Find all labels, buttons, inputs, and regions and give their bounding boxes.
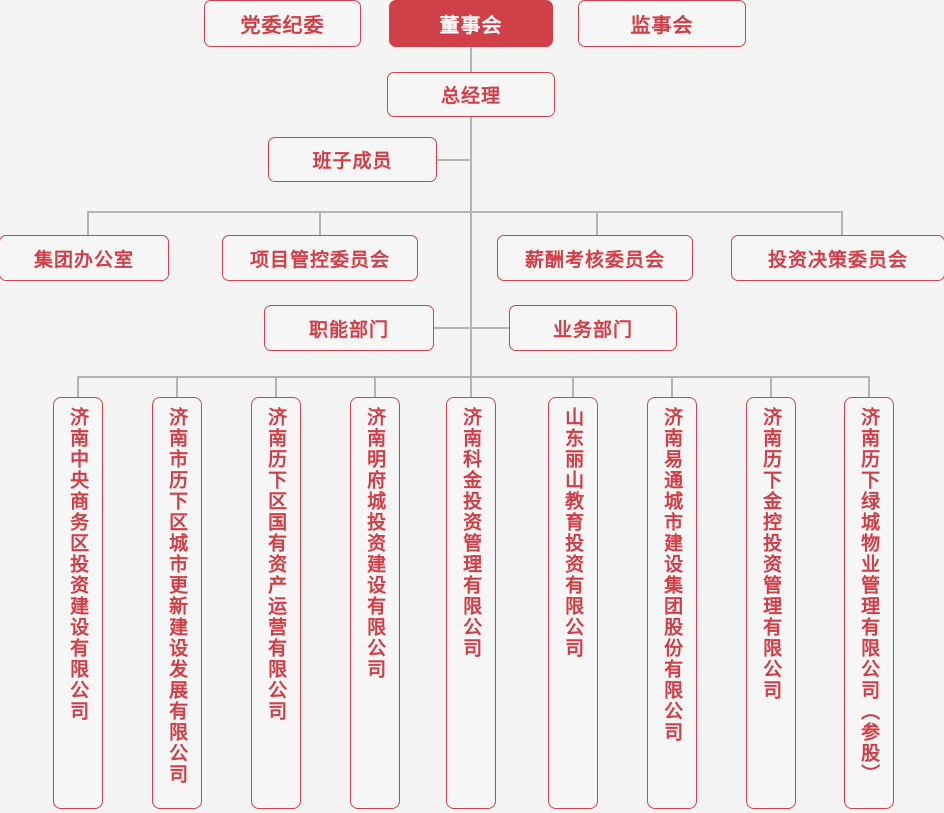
subsidiary-label: 济南历下区国有资产运营有限公司 xyxy=(265,407,288,722)
connector-subsidiary-drop-1 xyxy=(77,376,79,398)
connector-subsidiary-drop-9 xyxy=(868,376,870,398)
connector-business-dept-stub xyxy=(471,327,509,329)
node-subsidiary-6[interactable]: 山东丽山教育投资有限公司 xyxy=(548,397,598,809)
connector-subsidiary-drop-4 xyxy=(374,376,376,398)
connector-subsidiary-drop-2 xyxy=(176,376,178,398)
connector-subsidiary-drop-3 xyxy=(275,376,277,398)
node-board-of-directors[interactable]: 董事会 xyxy=(389,0,553,47)
node-subsidiary-3[interactable]: 济南历下区国有资产运营有限公司 xyxy=(251,397,301,809)
node-subsidiary-7[interactable]: 济南易通城市建设集团股份有限公司 xyxy=(647,397,697,809)
node-business-department[interactable]: 业务部门 xyxy=(509,305,677,351)
connector-subsidiary-drop-8 xyxy=(770,376,772,398)
node-committee-project-control[interactable]: 项目管控委员会 xyxy=(222,235,418,281)
node-subsidiary-4[interactable]: 济南明府城投资建设有限公司 xyxy=(350,397,400,809)
connector-committee-drop-4 xyxy=(841,211,843,235)
connector-subsidiary-drop-6 xyxy=(572,376,574,398)
node-subsidiary-5[interactable]: 济南科金投资管理有限公司 xyxy=(446,397,496,809)
subsidiary-label: 济南历下绿城物业管理有限公司（参股） xyxy=(858,407,881,785)
connector-board-to-gm xyxy=(470,47,472,72)
node-subsidiary-8[interactable]: 济南历下金控投资管理有限公司 xyxy=(746,397,796,809)
node-functional-department[interactable]: 职能部门 xyxy=(264,305,434,351)
subsidiary-label: 济南明府城投资建设有限公司 xyxy=(364,407,387,680)
connector-main-trunk xyxy=(470,117,472,377)
node-subsidiary-1[interactable]: 济南中央商务区投资建设有限公司 xyxy=(53,397,103,809)
connector-committee-drop-3 xyxy=(596,211,598,235)
node-committee-compensation-review[interactable]: 薪酬考核委员会 xyxy=(497,235,693,281)
connector-subsidiary-drop-5 xyxy=(470,376,472,398)
node-committee-investment-decision[interactable]: 投资决策委员会 xyxy=(731,235,944,281)
node-general-manager[interactable]: 总经理 xyxy=(387,72,555,117)
node-team-members[interactable]: 班子成员 xyxy=(268,137,437,182)
node-subsidiary-2[interactable]: 济南市历下区城市更新建设发展有限公司 xyxy=(152,397,202,809)
subsidiary-label: 济南市历下区城市更新建设发展有限公司 xyxy=(166,407,189,785)
subsidiary-label: 济南易通城市建设集团股份有限公司 xyxy=(661,407,684,743)
subsidiary-label: 山东丽山教育投资有限公司 xyxy=(562,407,585,659)
node-supervisory-board[interactable]: 监事会 xyxy=(578,0,746,47)
node-committee-group-office[interactable]: 集团办公室 xyxy=(0,235,169,281)
connector-functional-dept-stub xyxy=(434,327,471,329)
connector-team-members-stub xyxy=(437,159,471,161)
subsidiary-label: 济南中央商务区投资建设有限公司 xyxy=(67,407,90,722)
subsidiary-label: 济南历下金控投资管理有限公司 xyxy=(760,407,783,701)
connector-subsidiary-bus xyxy=(77,376,869,378)
connector-subsidiary-drop-7 xyxy=(671,376,673,398)
connector-committee-drop-1 xyxy=(87,211,89,235)
connector-committee-bus xyxy=(88,211,843,213)
subsidiary-label: 济南科金投资管理有限公司 xyxy=(460,407,483,659)
connector-committee-drop-2 xyxy=(319,211,321,235)
node-subsidiary-9[interactable]: 济南历下绿城物业管理有限公司（参股） xyxy=(844,397,894,809)
node-party-committee[interactable]: 党委纪委 xyxy=(204,0,361,47)
